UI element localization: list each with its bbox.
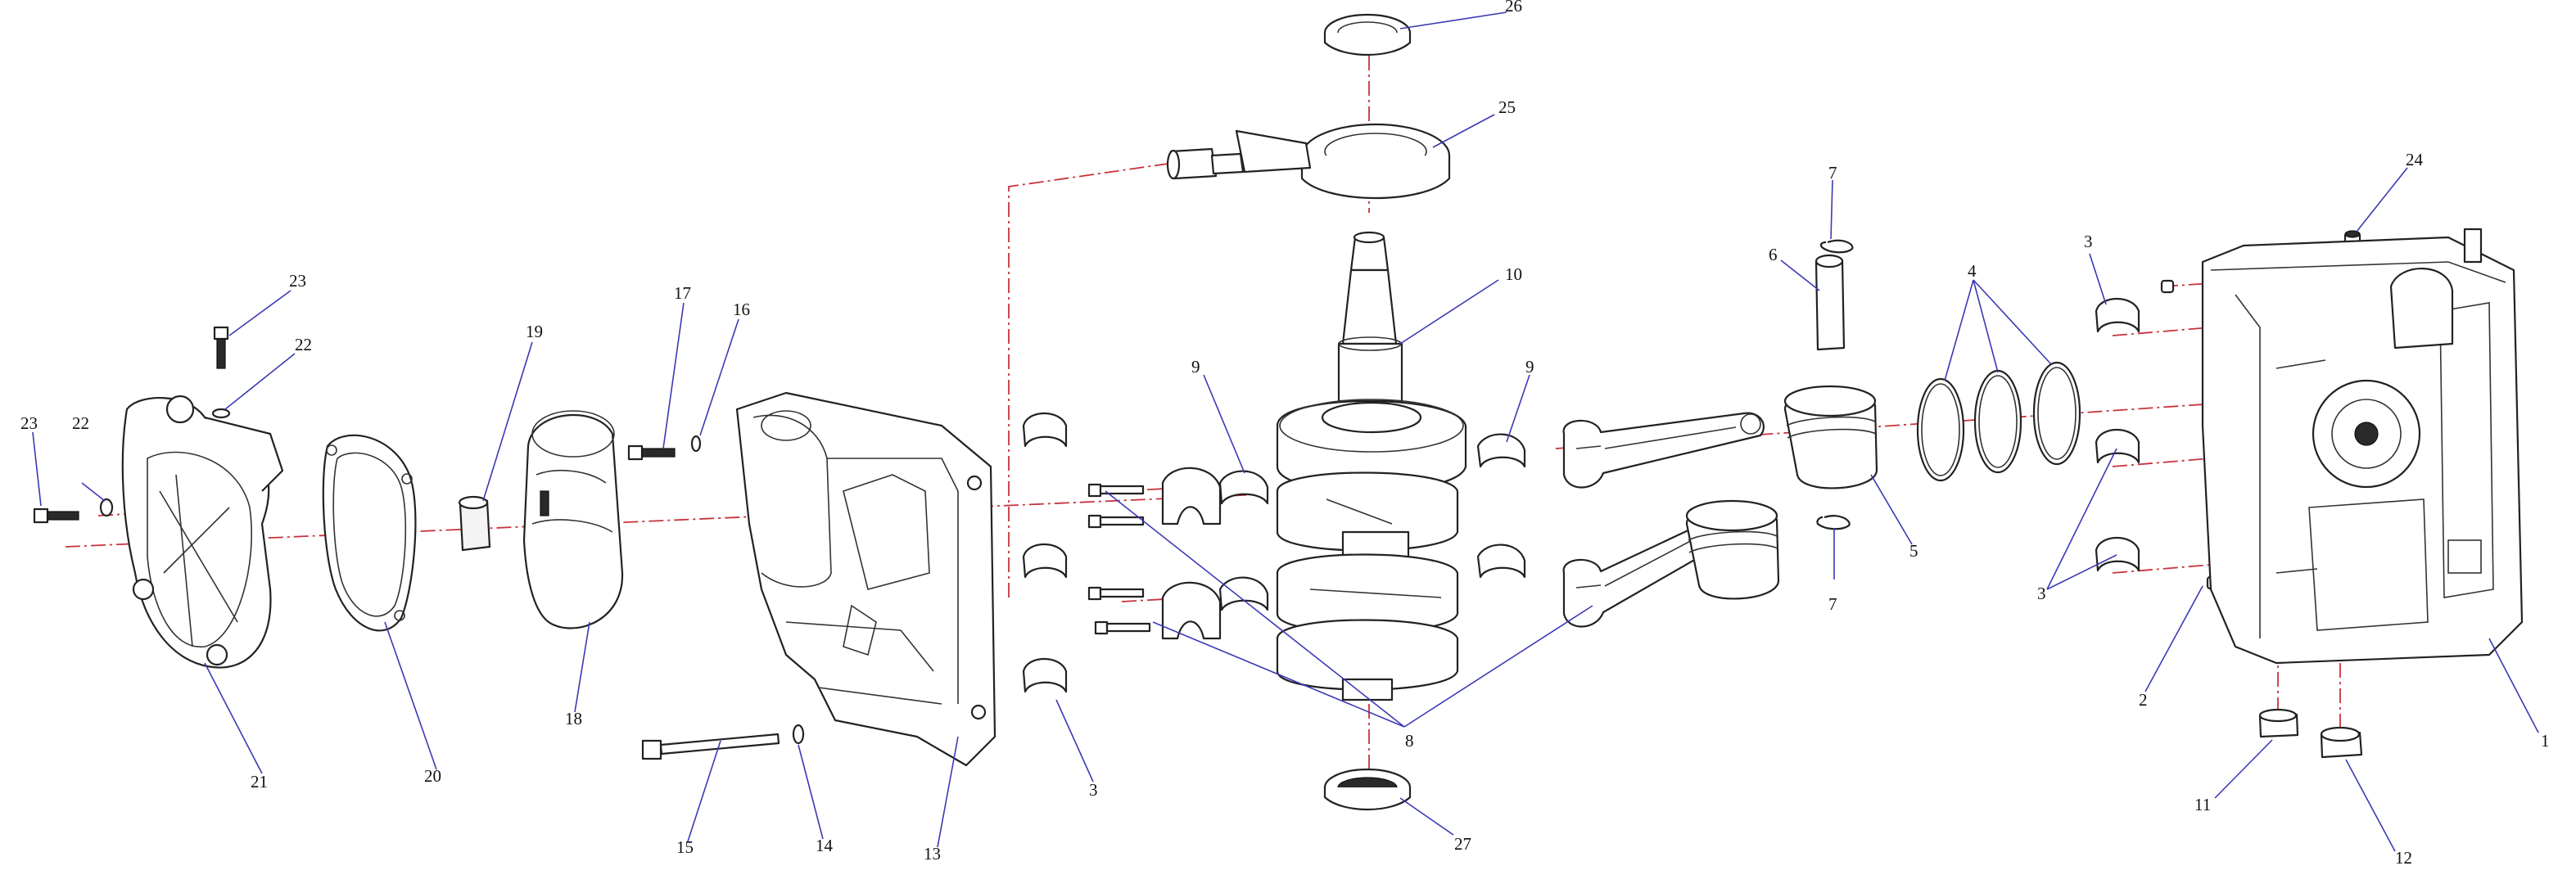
label-5: 5 (1909, 541, 1918, 561)
part-13-crankcase-half (735, 391, 997, 767)
part-15-long-bolt (641, 733, 780, 760)
part-4-piston-rings (1916, 361, 2081, 482)
part-21-end-cover (121, 395, 284, 669)
label-27: 27 (1454, 834, 1471, 854)
label-7-top: 7 (1828, 163, 1837, 183)
callout-labels: 1 2 3 3 3 4 5 6 7 7 8 9 9 10 11 12 13 14… (20, 0, 2550, 868)
label-3-right-top: 3 (2084, 232, 2093, 251)
label-3-right-bottom: 3 (2037, 584, 2046, 603)
label-8: 8 (1405, 731, 1414, 751)
part-23-screw-horizontal (33, 507, 79, 524)
part-7-circlip-top (1819, 239, 1854, 254)
part-12-plug (2320, 726, 2363, 759)
part-1-cylinder-block (2201, 228, 2524, 665)
part-9-crankpin-bearings (1218, 433, 1526, 611)
part-23-screw-vertical (213, 326, 229, 369)
label-3-left: 3 (1089, 780, 1098, 800)
label-19: 19 (526, 322, 543, 341)
part-7-circlip-bottom (1816, 515, 1851, 530)
label-20: 20 (424, 766, 441, 786)
part-14-washer (792, 724, 805, 745)
label-4: 4 (1968, 261, 1977, 281)
label-14: 14 (816, 836, 834, 855)
label-25: 25 (1498, 97, 1516, 117)
label-18: 18 (565, 709, 582, 728)
axis-bracket (1008, 161, 1180, 598)
connecting-rod-upper (1562, 412, 1765, 489)
label-16: 16 (733, 300, 750, 319)
label-17: 17 (674, 283, 691, 303)
part-10-crankshaft (1276, 231, 1467, 701)
label-26: 26 (1505, 0, 1522, 16)
axis-bearing-top (2112, 327, 2212, 336)
label-22-top: 22 (295, 335, 312, 354)
part-25-bracket (1166, 123, 1451, 199)
label-2: 2 (2139, 690, 2148, 710)
label-22-left: 22 (72, 413, 89, 433)
part-16-washer (690, 435, 702, 453)
part-8-rod-bolts (1087, 467, 1222, 640)
label-6: 6 (1769, 245, 1778, 264)
label-7-bottom: 7 (1828, 594, 1837, 614)
main-axis-left (65, 494, 1262, 548)
part-11-plug (2258, 708, 2299, 738)
leader-lines (32, 11, 2539, 852)
axis-bearing-mid (2112, 458, 2212, 467)
label-23-left: 23 (20, 413, 38, 433)
axis-bolts-8b (1121, 598, 1180, 602)
part-5-piston-lower (1685, 499, 1780, 600)
label-11: 11 (2194, 795, 2211, 814)
label-12: 12 (2395, 848, 2412, 868)
part-3-bearing-shells-left (1022, 412, 1068, 693)
part-26-oil-seal-top (1323, 13, 1412, 56)
label-13: 13 (924, 844, 941, 864)
label-23-top: 23 (289, 271, 306, 291)
part-19-bushing (458, 495, 491, 552)
part-3-bearing-shells-right (2095, 297, 2140, 572)
label-15: 15 (676, 837, 694, 857)
label-24: 24 (2406, 150, 2424, 169)
axis-bearing-low (2112, 564, 2212, 574)
part-17-screw (627, 444, 676, 461)
part-22-washer-top (211, 408, 231, 419)
part-6-piston-pin (1814, 254, 1846, 351)
part-20-gasket (322, 434, 417, 632)
label-9-left: 9 (1191, 357, 1200, 377)
part-27-oil-seal-bottom (1323, 768, 1412, 810)
label-9-right: 9 (1525, 357, 1534, 377)
part-18-rotor (522, 410, 624, 629)
label-1: 1 (2541, 731, 2550, 751)
part-22-washer-left (99, 498, 114, 517)
label-21: 21 (251, 772, 268, 792)
label-10: 10 (1505, 264, 1522, 284)
part-5-piston-upper (1783, 385, 1878, 489)
